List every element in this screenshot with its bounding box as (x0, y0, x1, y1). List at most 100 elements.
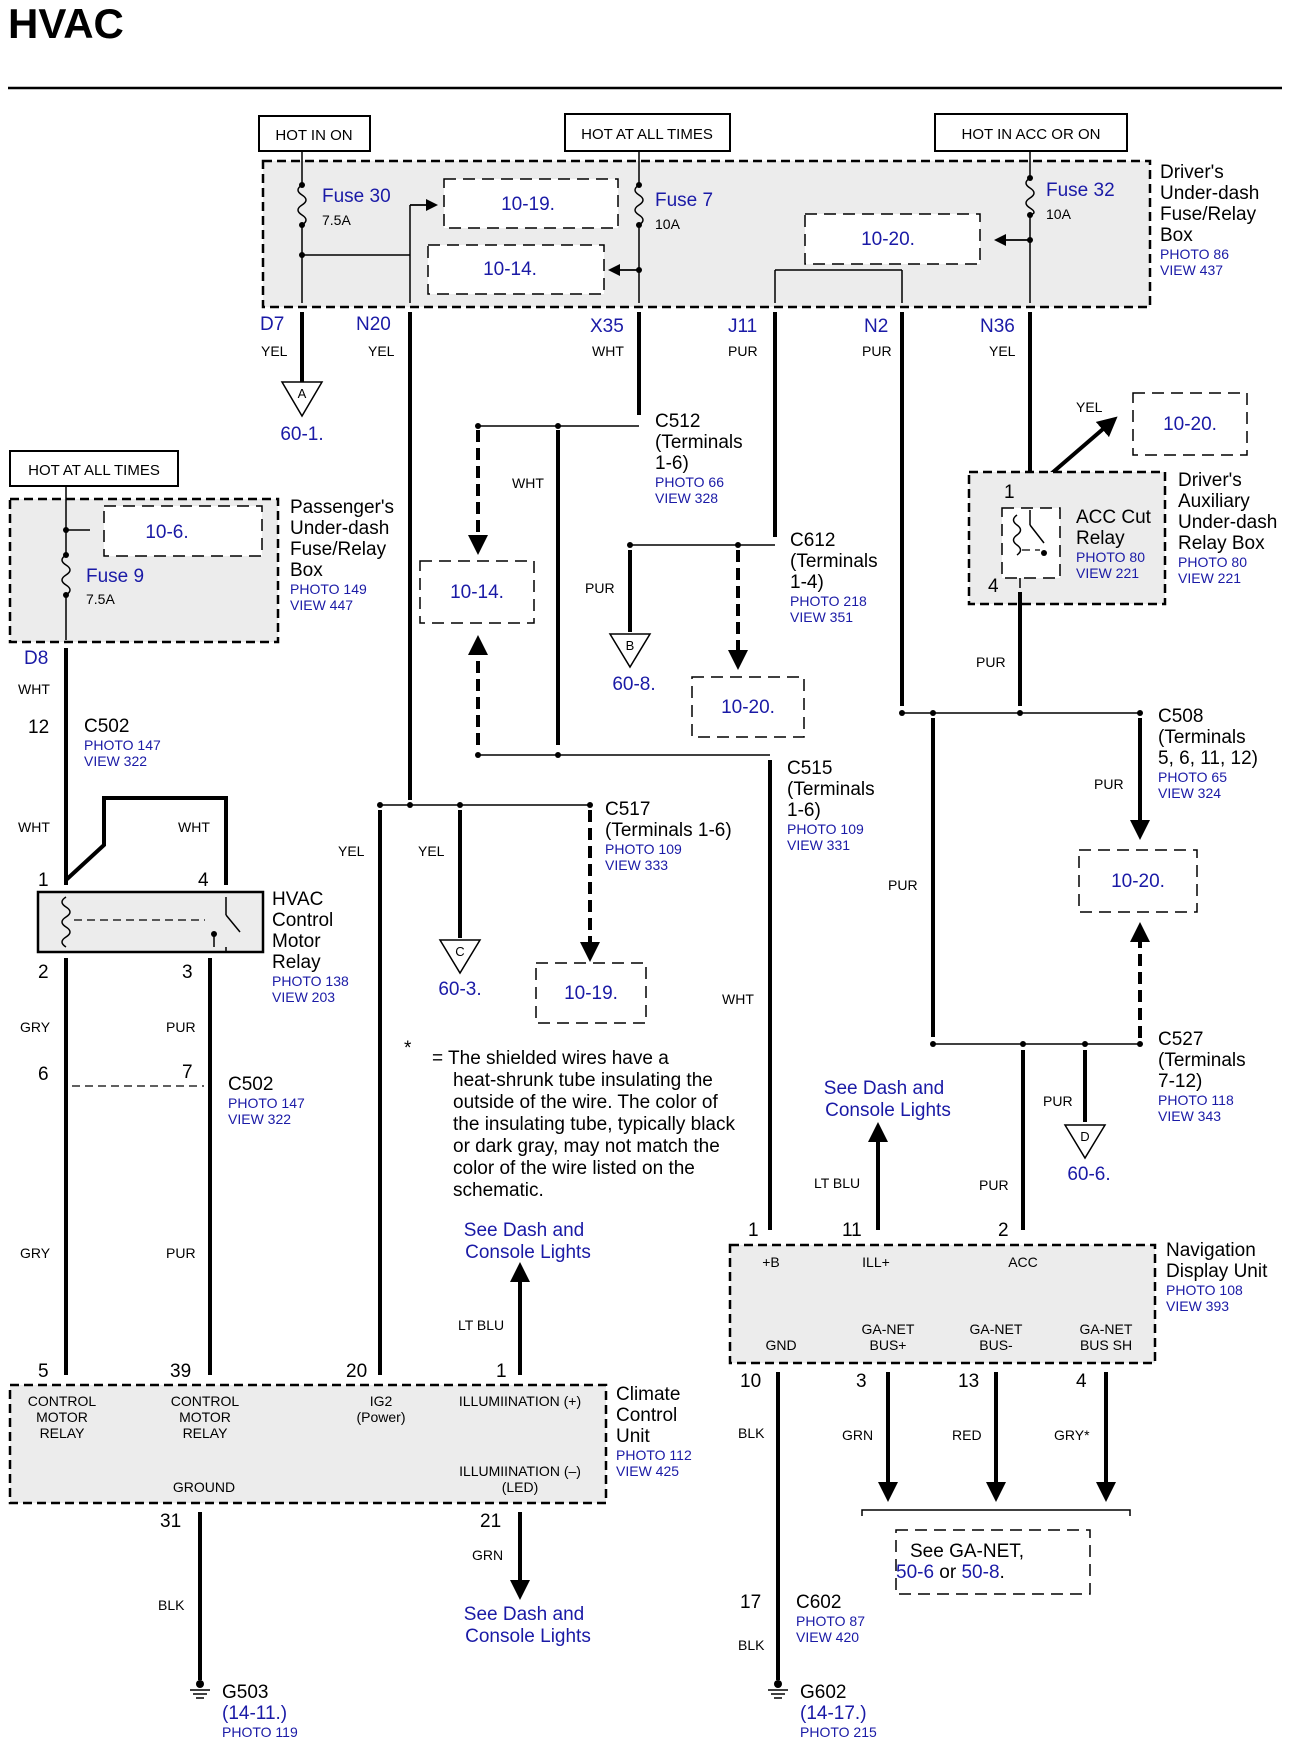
c508-label: C508 (Terminals 5, 6, 11, 12) PHOTO 65 V… (1158, 706, 1258, 801)
svg-text:GND: GND (765, 1337, 796, 1353)
offpage-c-label: C (455, 944, 464, 959)
svg-text:Box: Box (290, 560, 323, 581)
offpage-d (1063, 1124, 1107, 1160)
svg-text:VIEW 425: VIEW 425 (616, 1463, 679, 1479)
c517-label: C517 (Terminals 1-6) PHOTO 109 VIEW 333 (605, 799, 732, 873)
c512-label: C512 (Terminals 1-6) PHOTO 66 VIEW 328 (655, 411, 743, 506)
wire-ga-gry-color: GRY* (1054, 1427, 1090, 1443)
offpage-b-page[interactable]: 60-8. (612, 674, 655, 695)
wire-pur-color-b: PUR (166, 1245, 196, 1261)
svg-text:PHOTO 65: PHOTO 65 (1158, 769, 1227, 785)
ref-10-19-mid-link[interactable]: 10-19. (564, 983, 618, 1004)
ga-net-bracket (861, 1509, 1131, 1516)
svg-text:*: * (404, 1038, 412, 1059)
svg-text:ILLUMIINATION (–): ILLUMIINATION (–) (459, 1463, 581, 1479)
svg-text:11: 11 (842, 1220, 862, 1241)
svg-text:ILL+: ILL+ (862, 1254, 890, 1270)
hot-in-on-label-box (258, 115, 371, 152)
see-dash-lights-climate-minus[interactable]: See Dash and Console Lights (464, 1604, 591, 1647)
ga-net-ref-50-8[interactable]: 50-8 (961, 1562, 999, 1583)
ref-10-20-acc-box (1132, 392, 1248, 456)
svg-text:C515: C515 (787, 758, 832, 779)
svg-text:VIEW 324: VIEW 324 (1158, 785, 1221, 801)
svg-text:See Dash and: See Dash and (464, 1604, 584, 1625)
ref-10-20-mid-box (691, 676, 805, 738)
svg-text:C502: C502 (84, 716, 129, 737)
wire-d8-color: WHT (18, 681, 50, 697)
svg-text:Console Lights: Console Lights (465, 1626, 591, 1647)
svg-text:Console Lights: Console Lights (465, 1242, 591, 1263)
c502-bot-pin6: 6 (38, 1064, 49, 1085)
svg-text:CONTROL: CONTROL (171, 1393, 240, 1409)
c512-junction (468, 423, 639, 745)
acc-relay-name: ACC Cut Relay PHOTO 80 VIEW 221 (1076, 507, 1152, 581)
svg-text:VIEW 437: VIEW 437 (1160, 262, 1223, 278)
offpage-a-page[interactable]: 60-1. (280, 424, 323, 445)
svg-text:1-4): 1-4) (790, 572, 824, 593)
offpage-d-page[interactable]: 60-6. (1067, 1164, 1110, 1185)
svg-text:PHOTO 66: PHOTO 66 (655, 474, 724, 490)
ga-net-ref-50-6[interactable]: 50-6 (896, 1562, 934, 1583)
ref-10-20-mid-link[interactable]: 10-20. (721, 697, 775, 718)
offpage-a (280, 381, 324, 418)
svg-text:GROUND: GROUND (173, 1479, 235, 1495)
nav-unit-pin-labels: +B ILL+ ACC GND GA-NET BUS+ GA-NET BUS- … (762, 1254, 1133, 1353)
wire-wht-c515-color: WHT (722, 991, 754, 1007)
see-dash-lights-climate-plus[interactable]: See Dash and Console Lights (464, 1220, 591, 1263)
svg-text:N2: N2 (864, 316, 888, 337)
ref-10-20-right-link[interactable]: 10-20. (1111, 871, 1165, 892)
hvac-relay-pin3: 3 (182, 962, 193, 983)
offpage-c-page[interactable]: 60-3. (438, 979, 481, 1000)
svg-text:CONTROL: CONTROL (28, 1393, 97, 1409)
svg-text:(Terminals 1-6): (Terminals 1-6) (605, 820, 732, 841)
see-dash-lights-nav[interactable]: See Dash and Console Lights (824, 1078, 951, 1121)
climate-unit-pin-labels: CONTROL MOTOR RELAY CONTROL MOTOR RELAY … (28, 1393, 581, 1495)
c602-pin: 17 (740, 1592, 761, 1613)
svg-text:Passenger's: Passenger's (290, 497, 394, 518)
svg-text:PHOTO 80: PHOTO 80 (1178, 554, 1247, 570)
ref-10-20-link[interactable]: 10-20. (861, 229, 915, 250)
svg-text:IG2: IG2 (370, 1393, 393, 1409)
svg-text:See Dash and: See Dash and (824, 1078, 944, 1099)
ref-10-14-mid-link[interactable]: 10-14. (450, 582, 504, 603)
ground-g602-ref[interactable]: (14-17.) (800, 1703, 867, 1724)
svg-text:2: 2 (998, 1220, 1009, 1241)
ref-10-6-link[interactable]: 10-6. (145, 522, 188, 543)
offpage-b (608, 633, 652, 669)
svg-text:5, 6, 11, 12): 5, 6, 11, 12) (1158, 748, 1258, 769)
hvac-control-motor-relay (36, 890, 265, 954)
ground-g503-ref[interactable]: (14-11.) (222, 1703, 287, 1724)
acc-relay-pin4: 4 (988, 576, 999, 597)
svg-text:31: 31 (160, 1511, 181, 1532)
fuse-32-label: Fuse 32 (1046, 180, 1115, 201)
svg-text:1-6): 1-6) (655, 453, 689, 474)
acc-relay-internals (1012, 510, 1047, 588)
svg-text:1-6): 1-6) (787, 800, 821, 821)
c612-junction (627, 542, 775, 670)
svg-text:PHOTO 87: PHOTO 87 (796, 1613, 865, 1629)
drivers-aux-box-name: Driver's Auxiliary Under-dash Relay Box … (1178, 470, 1277, 586)
svg-text:(Terminals: (Terminals (787, 779, 875, 800)
svg-text:BUS-: BUS- (979, 1337, 1013, 1353)
svg-text:C612: C612 (790, 530, 835, 551)
drivers-box-name: Driver's Under-dash Fuse/Relay Box PHOTO… (1160, 162, 1259, 278)
svg-text:MOTOR: MOTOR (179, 1409, 231, 1425)
wire-g602-color-b: BLK (738, 1637, 765, 1653)
wire-wht-left-color: WHT (18, 819, 50, 835)
passenger-hot-label: HOT AT ALL TIMES (28, 462, 160, 479)
c502-bot-pin7: 7 (182, 1062, 193, 1083)
svg-text:GA-NET: GA-NET (862, 1321, 915, 1337)
ref-10-20-acc-link[interactable]: 10-20. (1163, 414, 1217, 435)
svg-text:ACC: ACC (1008, 1254, 1038, 1270)
svg-text:Relay Box: Relay Box (1178, 533, 1265, 554)
climate-pins-top: 5 39 20 1 (38, 1361, 507, 1382)
svg-text:C502: C502 (228, 1074, 273, 1095)
svg-text:X35: X35 (590, 316, 624, 337)
hot-at-all-times-label-box (564, 113, 731, 152)
c515-junction (475, 752, 772, 1230)
svg-text:Under-dash: Under-dash (1160, 183, 1259, 204)
nav-unit-name: Navigation Display Unit PHOTO 108 VIEW 3… (1166, 1240, 1268, 1314)
ref-10-19-link[interactable]: 10-19. (501, 194, 555, 215)
ref-10-14-link[interactable]: 10-14. (483, 259, 537, 280)
nav-pins-top: 1 11 2 (748, 1220, 1009, 1241)
